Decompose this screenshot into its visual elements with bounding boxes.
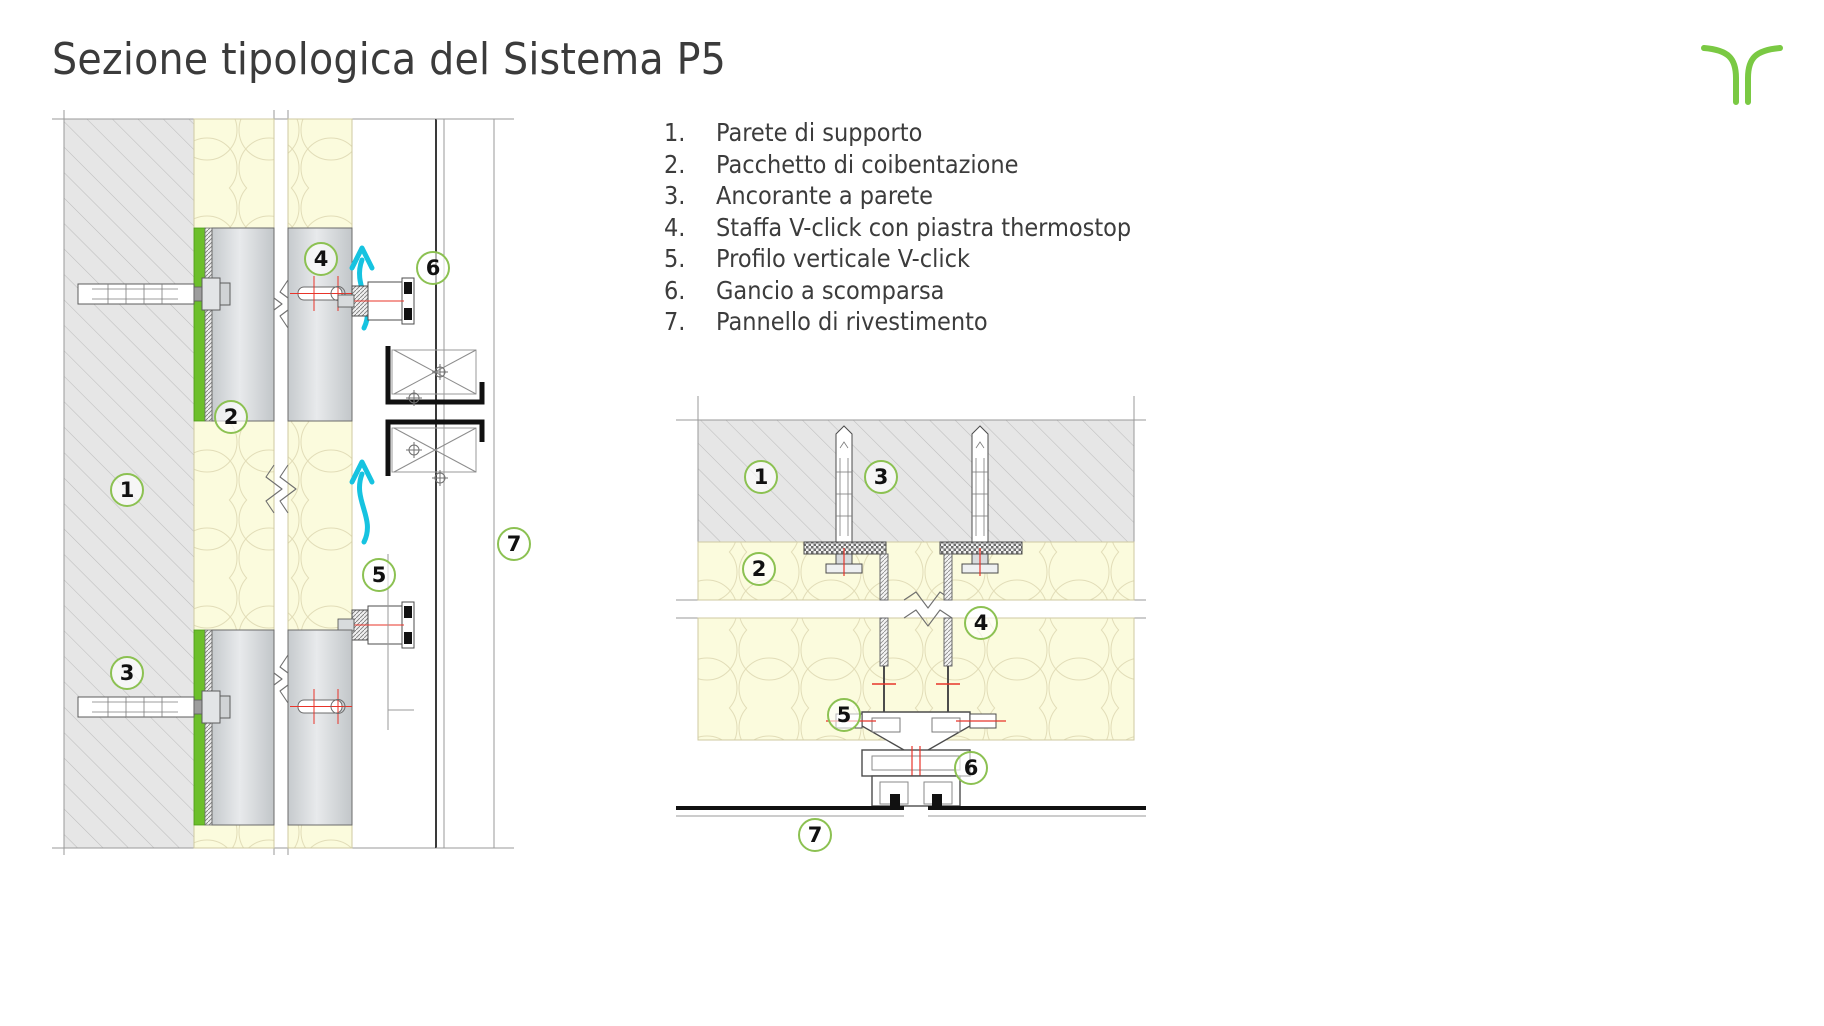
- concealed-hook-top: [337, 277, 415, 325]
- cladding-panel: [385, 118, 495, 849]
- legend-item-number: 5.: [664, 244, 686, 273]
- wall-anchor-bottom: [77, 690, 231, 724]
- legend-item-label: Staffa V-click con piastra thermostop: [716, 212, 1132, 242]
- page-title: Sezione tipologica del Sistema P5: [52, 34, 727, 85]
- legend-item-number: 2.: [664, 149, 686, 179]
- legend-item-number: 6.: [664, 275, 686, 305]
- callout-4: 4: [304, 242, 338, 276]
- callout-5: 5: [827, 698, 861, 732]
- legend-item-number: 1.: [664, 118, 686, 147]
- legend-item-label: Gancio a scomparsa: [716, 275, 945, 305]
- legend-item-label: Pacchetto di coibentazione: [716, 149, 1019, 179]
- legend-list: 1. Parete di supporto 2. Pacchetto di co…: [664, 118, 1224, 339]
- list-item: 7. Pannello di rivestimento: [664, 307, 1224, 339]
- legend-item-label: Parete di supporto: [716, 118, 923, 147]
- thermostop-plate-right: [939, 541, 1023, 576]
- logo-mark: [1701, 45, 1783, 105]
- bracket-web-right: [936, 553, 960, 712]
- wall-anchor-right: [971, 425, 989, 543]
- callout-1: 1: [744, 460, 778, 494]
- callout-4: 4: [964, 606, 998, 640]
- vclick-profile: [826, 711, 1006, 777]
- callout-3: 3: [864, 460, 898, 494]
- callout-6: 6: [954, 751, 988, 785]
- legend-item-label: Ancorante a parete: [716, 181, 934, 210]
- callout-5: 5: [362, 558, 396, 592]
- horizontal-plan-detail: 1 2 3 4 5 6 7: [676, 396, 1156, 856]
- legend-item-number: 3.: [664, 181, 686, 210]
- vertical-section-detail: 1 2 3 4 5 6 7: [52, 110, 531, 855]
- list-item: 6. Gancio a scomparsa: [664, 276, 1224, 308]
- wall-anchor-top: [77, 277, 231, 311]
- callout-1: 1: [110, 473, 144, 507]
- legend-item-number: 4.: [664, 212, 686, 242]
- insulation-layer: [697, 541, 1135, 741]
- callout-7: 7: [798, 818, 832, 852]
- thermostop-plate-left: [803, 541, 887, 576]
- list-item: 5. Profilo verticale V-click: [664, 244, 1224, 276]
- legend-item-label: Pannello di rivestimento: [716, 307, 988, 336]
- callout-2: 2: [742, 552, 776, 586]
- wall-anchor-left: [835, 425, 853, 543]
- bracket-assembly-top: [193, 227, 353, 422]
- list-item: 3. Ancorante a parete: [664, 181, 1224, 213]
- vertical-profile: [337, 554, 415, 730]
- callout-2: 2: [214, 400, 248, 434]
- list-item: 1. Parete di supporto: [664, 118, 1224, 150]
- airflow-arrow-bottom: [349, 459, 375, 545]
- legend-item-number: 7.: [664, 307, 686, 336]
- bracket-web-left: [872, 553, 896, 712]
- callout-6: 6: [416, 251, 450, 285]
- callout-3: 3: [110, 656, 144, 690]
- list-item: 4. Staffa V-click con piastra thermostop: [664, 213, 1224, 245]
- concealed-hook: [871, 775, 961, 808]
- legend-item-label: Profilo verticale V-click: [716, 244, 971, 273]
- list-item: 2. Pacchetto di coibentazione: [664, 150, 1224, 182]
- cladding-panel: [676, 806, 1146, 817]
- bracket-assembly-bottom: [193, 629, 353, 826]
- callout-7: 7: [497, 527, 531, 561]
